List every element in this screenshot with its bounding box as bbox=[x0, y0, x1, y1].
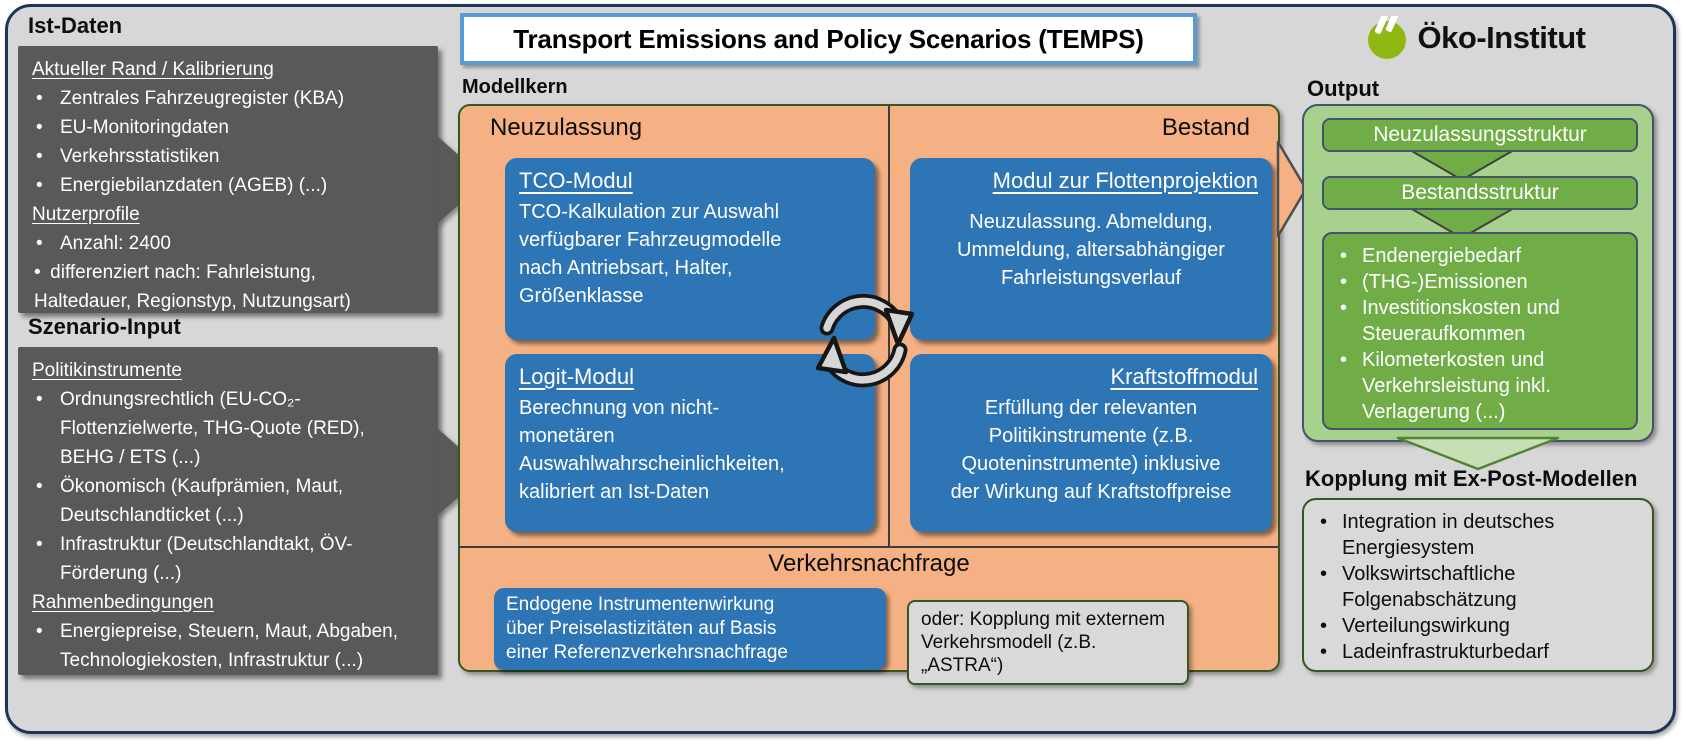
ist-daten-label: Ist-Daten bbox=[28, 13, 123, 38]
oeko-institut-logo-text: Öko-Institut bbox=[1417, 20, 1586, 55]
list-item: Ladeinfrastrukturbedarf bbox=[1316, 639, 1644, 665]
list-item: Endenergiebedarf bbox=[1336, 243, 1628, 269]
kraftstoffmodul-body: Erfüllung der relevanten Politikinstrume… bbox=[950, 397, 1232, 503]
list-item: Zentrales Fahrzeugregister (KBA) bbox=[32, 84, 432, 113]
flottenprojektion-title: Modul zur Flottenprojektion bbox=[992, 168, 1258, 193]
list-item: Volkswirtschaftliche Folgenabschätzung bbox=[1316, 561, 1644, 613]
list-item: Integration in deutsches Energiesystem bbox=[1316, 509, 1644, 561]
row-divider bbox=[460, 546, 1278, 548]
externes-verkehrsmodell-box: oder: Kopplung mit externem Verkehrsmode… bbox=[907, 600, 1189, 685]
logit-modul-box: Logit-Modul Berechnung von nicht- monetä… bbox=[505, 354, 875, 532]
flottenprojektion-box: Modul zur Flottenprojektion Neuzulassung… bbox=[910, 158, 1272, 340]
ist-daten-heading-1: Aktueller Rand / Kalibrierung bbox=[32, 59, 274, 80]
modellkern-label: Modellkern bbox=[462, 76, 568, 98]
verkehrsnachfrage-label: Verkehrsnachfrage bbox=[768, 550, 970, 577]
list-item: EU-Monitoringdaten bbox=[32, 113, 432, 142]
list-item: Energiebilanzdaten (AGEB) (...) bbox=[32, 171, 432, 200]
bestand-column-label: Bestand bbox=[1161, 114, 1250, 141]
endogene-wirkung-box: Endogene Instrumentenwirkung über Preise… bbox=[494, 588, 886, 670]
oeko-institut-logo: Öko-Institut bbox=[1292, 14, 1658, 62]
modellkern-box: Neuzulassung Bestand TCO-Modul TCO-Kalku… bbox=[458, 104, 1280, 685]
page-title: Transport Emissions and Policy Scenarios… bbox=[460, 13, 1197, 65]
list-item: (THG-)Emissionen bbox=[1336, 269, 1628, 295]
tco-modul-title: TCO-Modul bbox=[519, 168, 633, 193]
cycle-arrows-icon bbox=[815, 293, 915, 388]
szenario-input-box: Politikinstrumente Ordnungsrechtlich (EU… bbox=[18, 347, 438, 675]
output-results-box: Endenergiebedarf (THG-)Emissionen Invest… bbox=[1322, 232, 1638, 430]
tco-modul-body: TCO-Kalkulation zur Auswahl verfügbarer … bbox=[519, 201, 782, 307]
tco-modul-box: TCO-Modul TCO-Kalkulation zur Auswahl ve… bbox=[505, 158, 875, 340]
bestandsstruktur-bar: Bestandsstruktur bbox=[1322, 176, 1638, 210]
list-item: Investitionskosten und Steueraufkommen bbox=[1336, 295, 1628, 347]
list-item: Verteilungswirkung bbox=[1316, 613, 1644, 639]
output-box: Neuzulassungsstruktur Bestandsstruktur E… bbox=[1302, 104, 1654, 442]
kraftstoffmodul-title: Kraftstoffmodul bbox=[1110, 364, 1258, 389]
list-item: Anzahl: 2400 bbox=[32, 229, 432, 258]
output-to-expost-arrow-icon bbox=[1396, 436, 1560, 471]
list-item: differenziert nach: Fahrleistung, Halted… bbox=[32, 258, 432, 316]
list-item: Infrastruktur (Deutschlandtakt, ÖV- Förd… bbox=[32, 530, 432, 588]
szenario-heading-1: Politikinstrumente bbox=[32, 360, 182, 381]
ist-daten-heading-2: Nutzerprofile bbox=[32, 204, 140, 225]
logit-modul-body: Berechnung von nicht- monetären Auswahlw… bbox=[519, 397, 785, 503]
list-item: Ordnungsrechtlich (EU-CO₂- Flottenzielwe… bbox=[32, 385, 432, 472]
expost-box: Integration in deutsches Energiesystem V… bbox=[1302, 498, 1654, 672]
list-item: Kilometerkosten und Verkehrsleistung ink… bbox=[1336, 347, 1628, 425]
neuzulassung-column-label: Neuzulassung bbox=[490, 114, 643, 141]
kraftstoffmodul-box: Kraftstoffmodul Erfüllung der relevanten… bbox=[910, 354, 1272, 532]
logit-modul-title: Logit-Modul bbox=[519, 364, 634, 389]
neuzulassungsstruktur-bar: Neuzulassungsstruktur bbox=[1322, 118, 1638, 152]
szenario-heading-2: Rahmenbedingungen bbox=[32, 592, 214, 613]
list-item: Energiepreise, Steuern, Maut, Abgaben, T… bbox=[32, 617, 432, 675]
expost-label: Kopplung mit Ex-Post-Modellen bbox=[1305, 466, 1638, 491]
output-label: Output bbox=[1307, 76, 1380, 101]
ist-daten-box: Aktueller Rand / Kalibrierung Zentrales … bbox=[18, 46, 438, 313]
core-to-output-arrow-icon bbox=[1276, 140, 1308, 238]
oeko-institut-logo-icon bbox=[1367, 16, 1406, 59]
flottenprojektion-body: Neuzulassung. Abmeldung, Ummeldung, alte… bbox=[957, 211, 1225, 289]
szenario-input-label: Szenario-Input bbox=[28, 314, 181, 339]
column-divider bbox=[888, 106, 890, 546]
list-item: Verkehrsstatistiken bbox=[32, 142, 432, 171]
list-item: Ökonomisch (Kaufprämien, Maut, Deutschla… bbox=[32, 472, 432, 530]
